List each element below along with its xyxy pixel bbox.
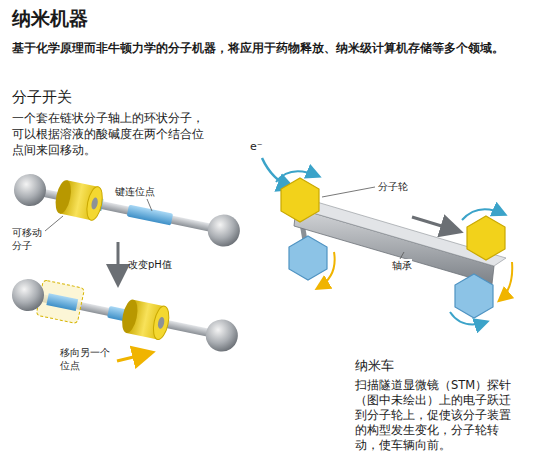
part-label: 移向另一个位点 (60, 346, 112, 372)
section-heading: 纳米车 (355, 358, 394, 375)
section-heading: 分子开关 (12, 88, 72, 108)
section-body: 一个套在链状分子轴上的环状分子，可以根据溶液的酸碱度在两个结合位点间来回移动。 (12, 110, 212, 158)
molecular-switch-after (9, 274, 242, 356)
nanocar (262, 158, 512, 324)
step-label: 改变pH值 (128, 258, 172, 271)
part-label: 分子轮 (378, 180, 408, 193)
molecular-switch-before (11, 170, 243, 250)
section-body: 扫描隧道显微镜（STM）探针（图中未绘出）上的电子跃迁到分子轮上，促使该分子装置… (355, 378, 520, 453)
part-label: 可移动分子 (12, 226, 44, 252)
electron-label: e⁻ (250, 140, 263, 154)
part-label: 键连位点 (115, 185, 155, 198)
part-label: 轴承 (392, 259, 412, 272)
page-title: 纳米机器 (12, 6, 88, 31)
page-caption: 基于化学原理而非牛顿力学的分子机器，将应用于药物释放、纳米级计算机存储等多个领域… (12, 40, 540, 56)
